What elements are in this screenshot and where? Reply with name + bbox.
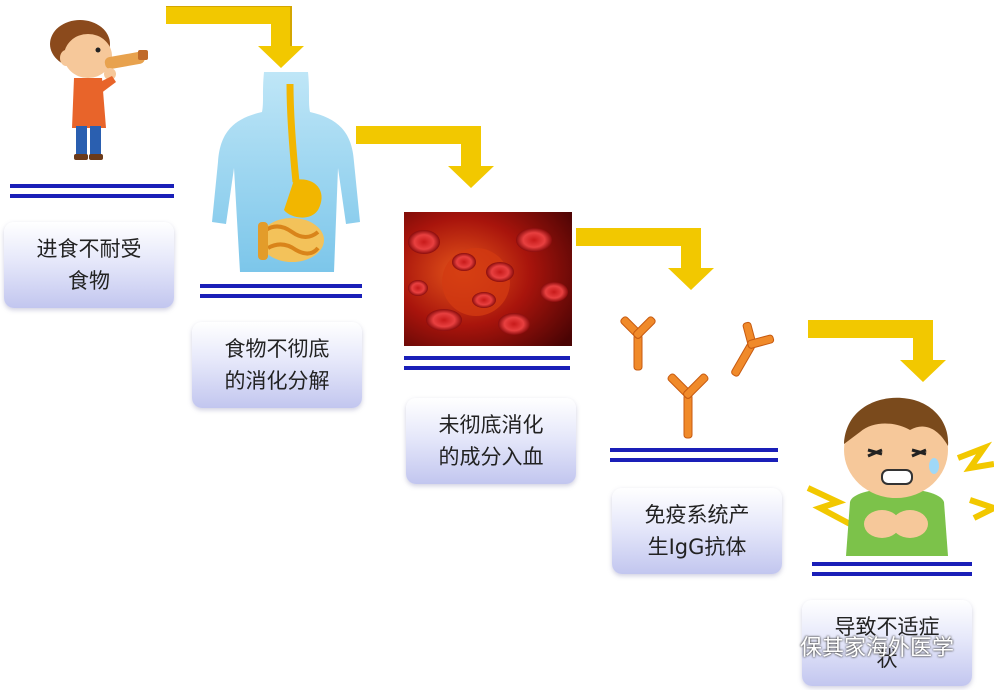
arrow-right-down-icon bbox=[808, 320, 946, 382]
step4-label: 免疫系统产 生IgG抗体 bbox=[612, 488, 782, 574]
watermark-text: 保其家海外医学 bbox=[800, 636, 955, 661]
step5-label: 导致不适症 状 bbox=[802, 600, 972, 686]
digestive-system-icon bbox=[212, 72, 360, 272]
step1-label: 进食不耐受 食物 bbox=[4, 222, 174, 308]
step5-divider bbox=[812, 562, 972, 577]
step3-label: 未彻底消化 的成分入血 bbox=[406, 398, 576, 484]
wechat-icon bbox=[758, 633, 791, 658]
step1-divider bbox=[10, 184, 174, 199]
arrow-right-down-icon bbox=[166, 6, 304, 68]
antibody-icon bbox=[620, 316, 775, 439]
watermark: 保其家海外医学 bbox=[758, 630, 954, 662]
blood-cells-icon bbox=[404, 212, 572, 346]
step2-label: 食物不彻底 的消化分解 bbox=[192, 322, 362, 408]
boy-drinking-icon bbox=[50, 20, 148, 160]
sick-boy-icon bbox=[806, 397, 994, 556]
step3-divider bbox=[404, 356, 570, 371]
step2-divider bbox=[200, 284, 362, 299]
step4-divider bbox=[610, 448, 778, 463]
arrow-right-down-icon bbox=[356, 126, 494, 188]
arrow-right-down-icon bbox=[576, 228, 714, 290]
